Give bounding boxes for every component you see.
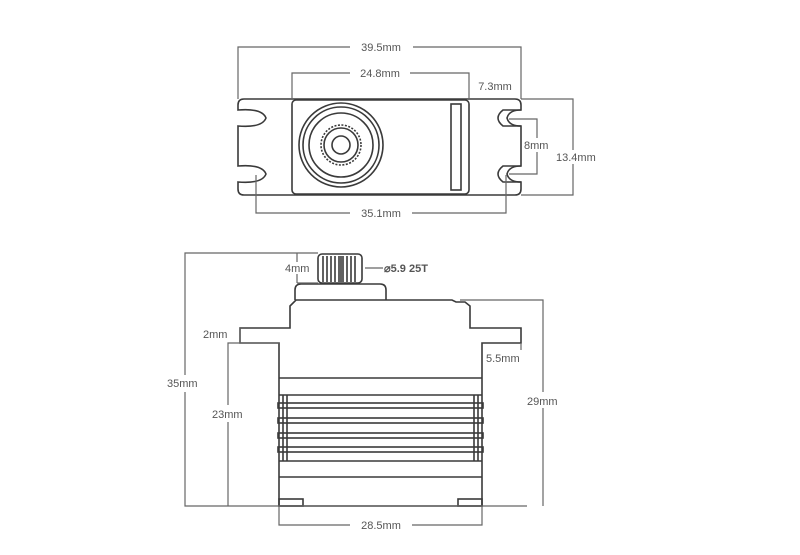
label-35: 35mm: [167, 378, 198, 390]
dim-35: [184, 252, 527, 507]
flange-outline: [237, 98, 522, 196]
horn-ring: [308, 112, 374, 178]
body-top: [291, 99, 470, 195]
label-29: 29mm: [527, 396, 558, 408]
dim-35-1: [255, 175, 507, 214]
label-35-1: 35.1mm: [361, 208, 401, 220]
right-slots: [497, 109, 521, 183]
dim-13-4: [521, 98, 574, 196]
label-23: 23mm: [212, 409, 243, 421]
side-view: 35mm 4mm ⌀5.9 25T 2mm 23mm 5.5mm 29mm 28…: [167, 252, 558, 532]
cooling-fins: [277, 395, 484, 461]
case-bands: [279, 377, 482, 478]
dim-28-5: [278, 506, 483, 526]
dim-8: [509, 118, 538, 175]
spline-teeth: [320, 124, 362, 166]
label-13-4: 13.4mm: [556, 152, 596, 164]
foot-left: [278, 498, 304, 507]
label-24-8: 24.8mm: [360, 68, 400, 80]
spline-hole: [331, 135, 351, 155]
label-8: 8mm: [524, 140, 548, 152]
label-7-3: 7.3mm: [478, 81, 512, 93]
label-4: 4mm: [285, 263, 309, 275]
foot-right: [457, 498, 483, 507]
label-39-5: 39.5mm: [361, 42, 401, 54]
spline-root: [323, 127, 359, 163]
label-2: 2mm: [203, 329, 227, 341]
dim-29: [460, 299, 544, 506]
top-view: 39.5mm 24.8mm 7.3mm 8mm 13.4mm 35.1mm: [237, 42, 596, 220]
spline-ribs: [322, 256, 356, 282]
horn-outer: [298, 102, 384, 188]
label-28-5: 28.5mm: [361, 520, 401, 532]
dim-4: [296, 252, 318, 284]
output-spline: [317, 253, 363, 284]
label-5-5: 5.5mm: [486, 353, 520, 365]
body-stripe: [450, 103, 462, 191]
top-cap: [294, 283, 387, 300]
dim-23: [227, 342, 279, 506]
dim-39-5: [237, 46, 522, 99]
label-spline-spec: ⌀5.9 25T: [384, 263, 428, 275]
horn-rim: [302, 106, 380, 184]
dim-24-8: [291, 72, 470, 99]
